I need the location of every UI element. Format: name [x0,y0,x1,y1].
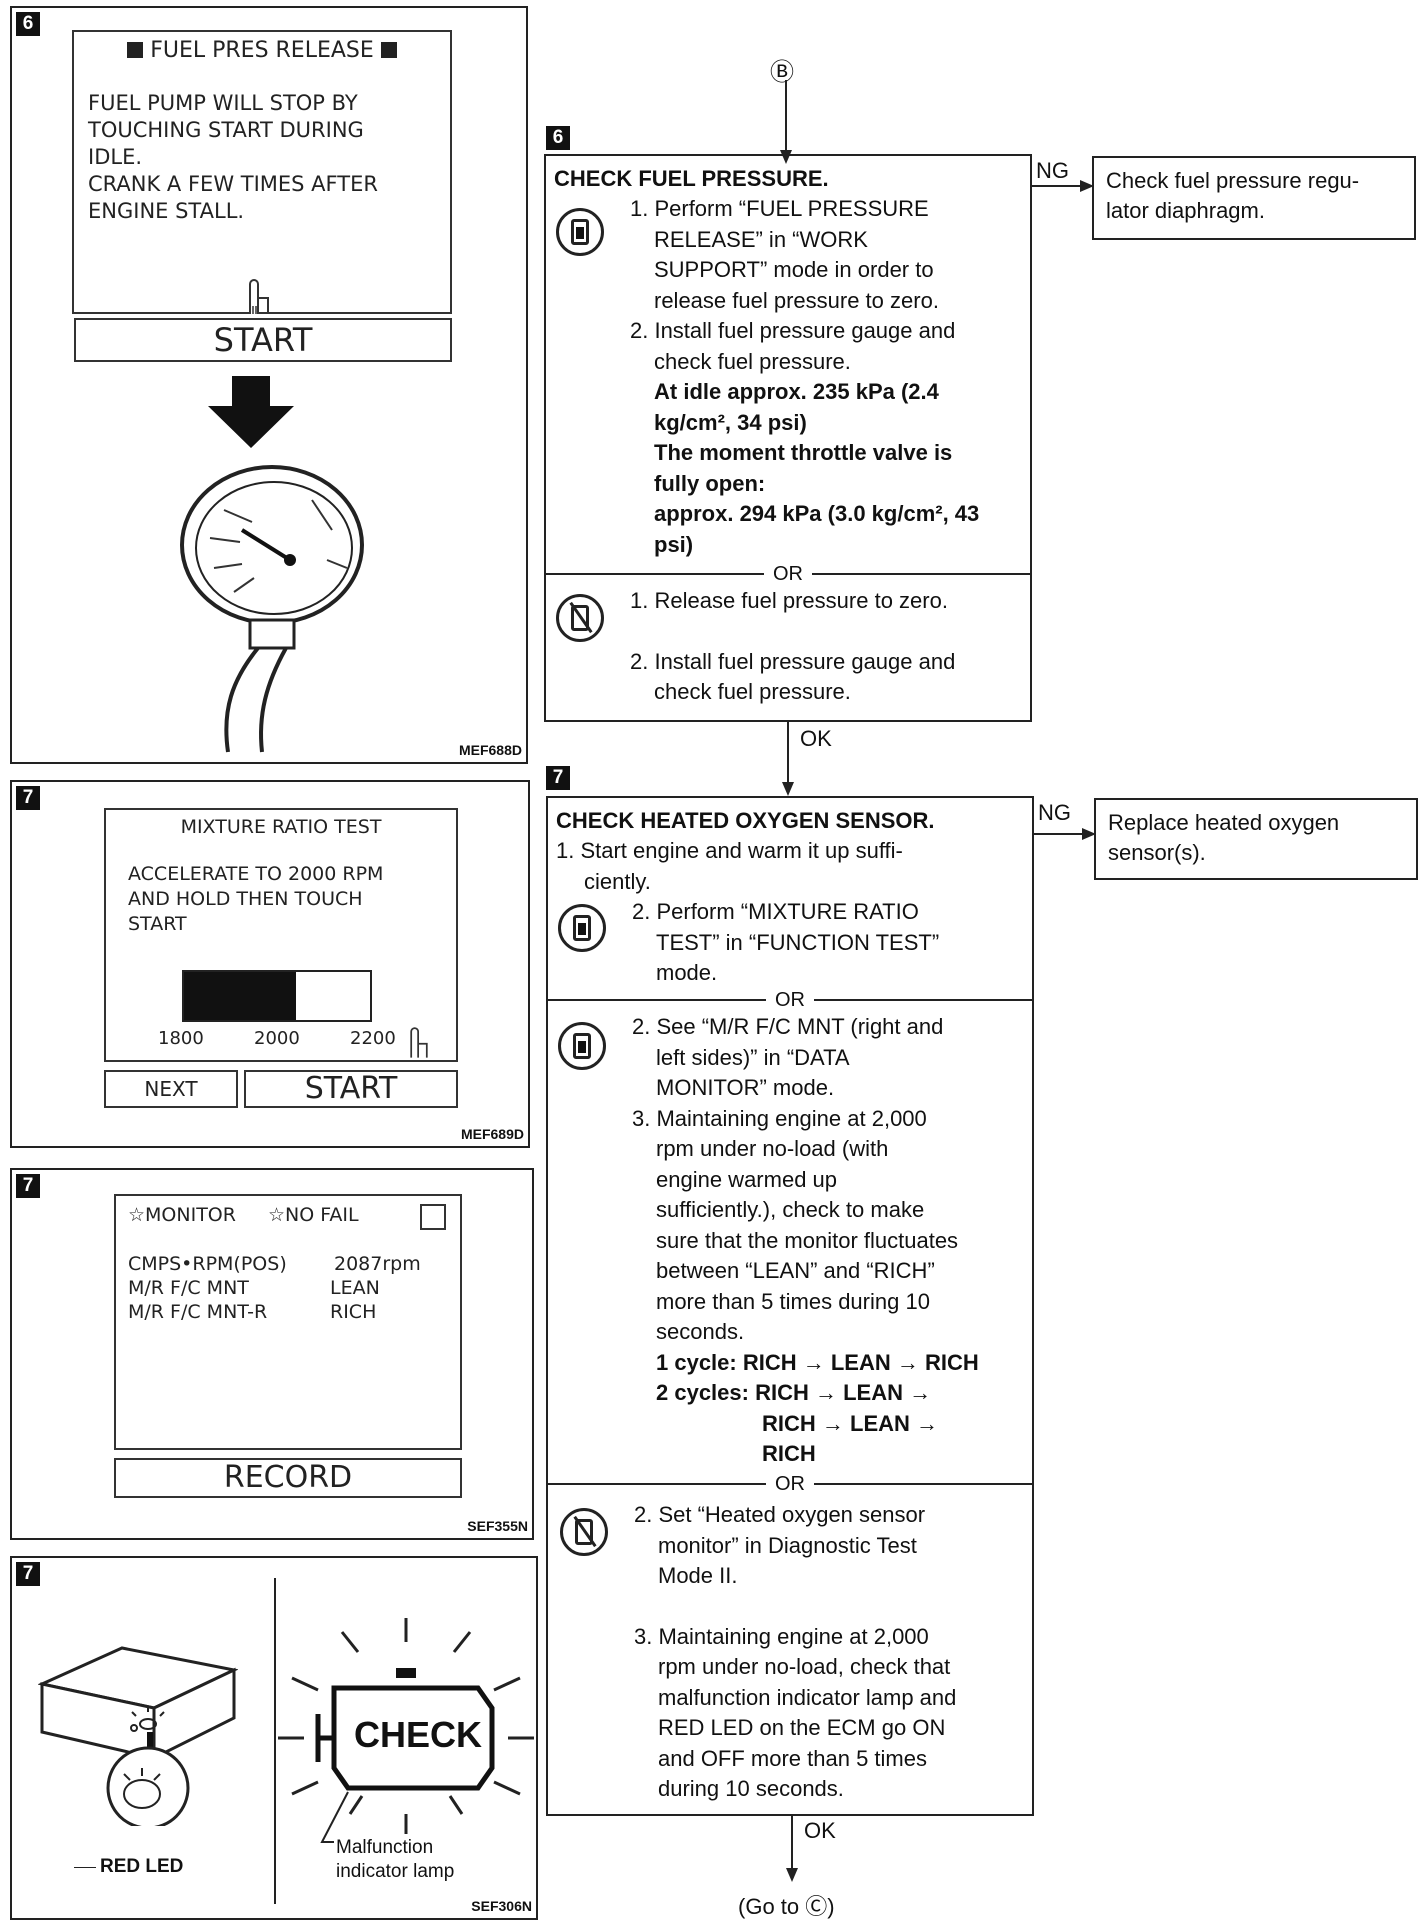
screen-title: MIXTURE RATIO TEST [180,816,382,838]
consult-tool-icon [558,904,606,952]
connector-b: Ⓑ [770,59,794,86]
consult-screen: ☆MONITOR ☆NO FAIL CMPS•RPM(POS) 2087rpm … [114,1194,462,1450]
panel-ecm-led-mil: 7 RED LED CHECK [10,1556,538,1920]
cycle-definition: 1 cycle: RICH → LEAN → RICH 2 cycles: RI… [656,1349,979,1467]
panel-data-monitor: 7 ☆MONITOR ☆NO FAIL CMPS•RPM(POS) 2087rp… [10,1168,534,1540]
rpm-bar [182,970,372,1022]
step-6-check-fuel-pressure: CHECK FUEL PRESSURE. 1. Perform “FUEL PR… [544,154,1032,722]
ng-label: NG [1038,800,1071,825]
monitor-item-value: LEAN [330,1277,380,1299]
bar-tick-label: 2000 [254,1028,300,1049]
monitor-item-name: M/R F/C MNT [128,1277,249,1299]
intro-procedure: 1. Start engine and warm it up suffi- ci… [556,838,903,894]
consult-procedure: 1. Perform “FUEL PRESSURE RELEASE” in “W… [630,194,979,560]
record-button[interactable]: RECORD [114,1458,462,1498]
record-checkbox[interactable] [420,1204,446,1230]
monitor-item-value: RICH [330,1301,377,1323]
ng-label: NG [1036,158,1069,183]
manual-procedure: 1. Release fuel pressure to zero. 2. Ins… [630,588,956,704]
step-title: CHECK FUEL PRESSURE. [554,166,829,191]
figure-code: SEF306N [471,1898,532,1914]
ok-arrow [782,722,794,796]
start-button[interactable]: START [74,318,452,362]
manual-procedure: 2. Set “Heated oxygen sensor monitor” in… [634,1502,957,1801]
ok-arrow [786,1816,798,1882]
or-divider: OR [548,988,1032,1012]
bar-tick-label: 2200 [350,1028,396,1049]
check-label: CHECK [354,1714,483,1755]
or-divider: OR [546,562,1030,586]
bar-tick-label: 1800 [158,1028,204,1049]
panel-divider [274,1578,276,1904]
red-led-label: RED LED [74,1856,183,1878]
panel-mixture-ratio-test: 7 MIXTURE RATIO TEST ACCELERATE TO 2000 … [10,780,530,1148]
monitor-label: ☆MONITOR [128,1204,236,1226]
screen-title: FUEL PRES RELEASE [74,38,450,63]
figure-code: SEF355N [467,1518,528,1534]
ecm-unit-icon [38,1646,238,1826]
no-consult-icon [556,594,604,642]
ng-arrow [1034,828,1096,840]
consult-procedure-b: 2. See “M/R F/C MNT (right and left side… [632,1012,979,1470]
monitor-item-name: CMPS•RPM(POS) [128,1253,287,1275]
touch-finger-icon [410,1027,428,1058]
no-consult-icon [560,1508,608,1556]
ok-label: OK [804,1818,836,1843]
flow-arrow [780,80,792,164]
fuel-pressure-gauge-icon [180,465,364,753]
monitor-item-value: 2087rpm [334,1253,421,1275]
or-divider: OR [548,1472,1032,1496]
screen-message: ACCELERATE TO 2000 RPM AND HOLD THEN TOU… [128,863,384,935]
step-number-badge: 7 [16,786,40,810]
consult-screen: MIXTURE RATIO TEST ACCELERATE TO 2000 RP… [104,808,458,1062]
ng-action-box: Check fuel pressure regu- lator diaphrag… [1092,156,1416,240]
pressure-spec: At idle approx. 235 kPa (2.4 kg/cm², 34 … [654,379,980,557]
ok-label: OK [800,726,832,751]
panel-fuel-pres-release: 6 FUEL PRES RELEASE FUEL PUMP WILL STOP … [10,6,528,764]
step-number-badge: 6 [16,12,40,36]
step-number-badge: 7 [546,766,570,790]
touch-finger-icon [249,279,269,314]
step-number-badge: 7 [16,1562,40,1586]
down-arrow-icon [208,376,294,448]
rpm-bar-fill [184,972,296,1020]
consult-screen: FUEL PRES RELEASE FUEL PUMP WILL STOP BY… [72,30,452,314]
monitor-item-name: M/R F/C MNT-R [128,1301,268,1323]
step-title: CHECK HEATED OXYGEN SENSOR. [556,808,935,833]
ng-action-box: Replace heated oxygen sensor(s). [1094,798,1418,880]
consult-tool-icon [558,1022,606,1070]
screen-message: FUEL PUMP WILL STOP BY TOUCHING START DU… [88,91,378,223]
consult-tool-icon [556,208,604,256]
ng-arrow [1032,180,1094,192]
goto-connector-c: (Go to Ⓒ) [738,1894,835,1919]
figure-code: MEF689D [460,1126,524,1142]
step-number-badge: 6 [546,126,570,150]
start-button[interactable]: START [244,1070,458,1108]
step-number-badge: 7 [16,1174,40,1198]
mil-label: Malfunction indicator lamp [336,1837,455,1882]
check-engine-lamp-icon [278,1618,534,1834]
leader-line [320,1791,349,1843]
consult-procedure-a: 2. Perform “MIXTURE RATIO TEST” in “FUNC… [632,899,940,985]
next-button[interactable]: NEXT [104,1070,238,1108]
figure-code: MEF688D [458,742,522,758]
step-7-check-heated-oxygen-sensor: CHECK HEATED OXYGEN SENSOR. 1. Start eng… [546,796,1034,1816]
nofail-label: ☆NO FAIL [268,1204,359,1226]
